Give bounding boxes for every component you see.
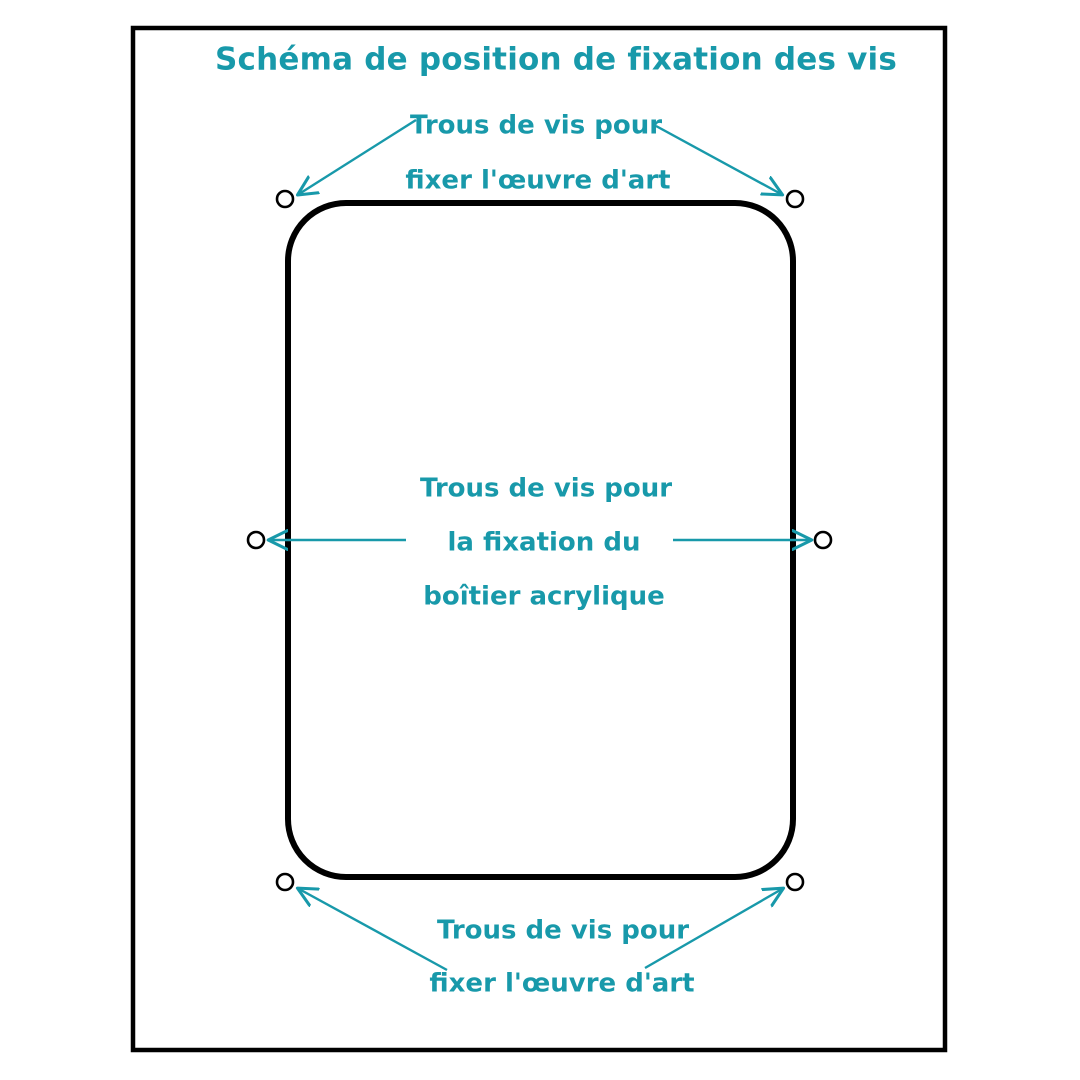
leader-bottom-left <box>299 889 448 972</box>
middle-annotation-line-1: Trous de vis pour <box>420 474 672 504</box>
bottom-annotation-line-2: fixer l'œuvre d'art <box>429 969 694 999</box>
diagram-title: Schéma de position de fixation des vis <box>215 42 897 78</box>
screw-hole-bottom-left <box>275 872 295 892</box>
bottom-annotation-line-1: Trous de vis pour <box>437 916 689 946</box>
leader-bottom-right <box>644 889 782 970</box>
screw-hole-middle-left <box>246 530 266 550</box>
middle-annotation-line-3: boîtier acrylique <box>423 582 665 612</box>
screw-hole-top-right <box>785 189 805 209</box>
screw-hole-middle-right <box>813 530 833 550</box>
leader-top-left <box>299 118 417 194</box>
top-annotation-line-1: Trous de vis pour <box>410 111 662 141</box>
middle-annotation-line-2: la fixation du <box>448 528 641 558</box>
screw-hole-top-left <box>275 189 295 209</box>
leader-top-right <box>655 124 781 194</box>
screw-hole-bottom-right <box>785 872 805 892</box>
top-annotation-line-2: fixer l'œuvre d'art <box>405 166 670 196</box>
